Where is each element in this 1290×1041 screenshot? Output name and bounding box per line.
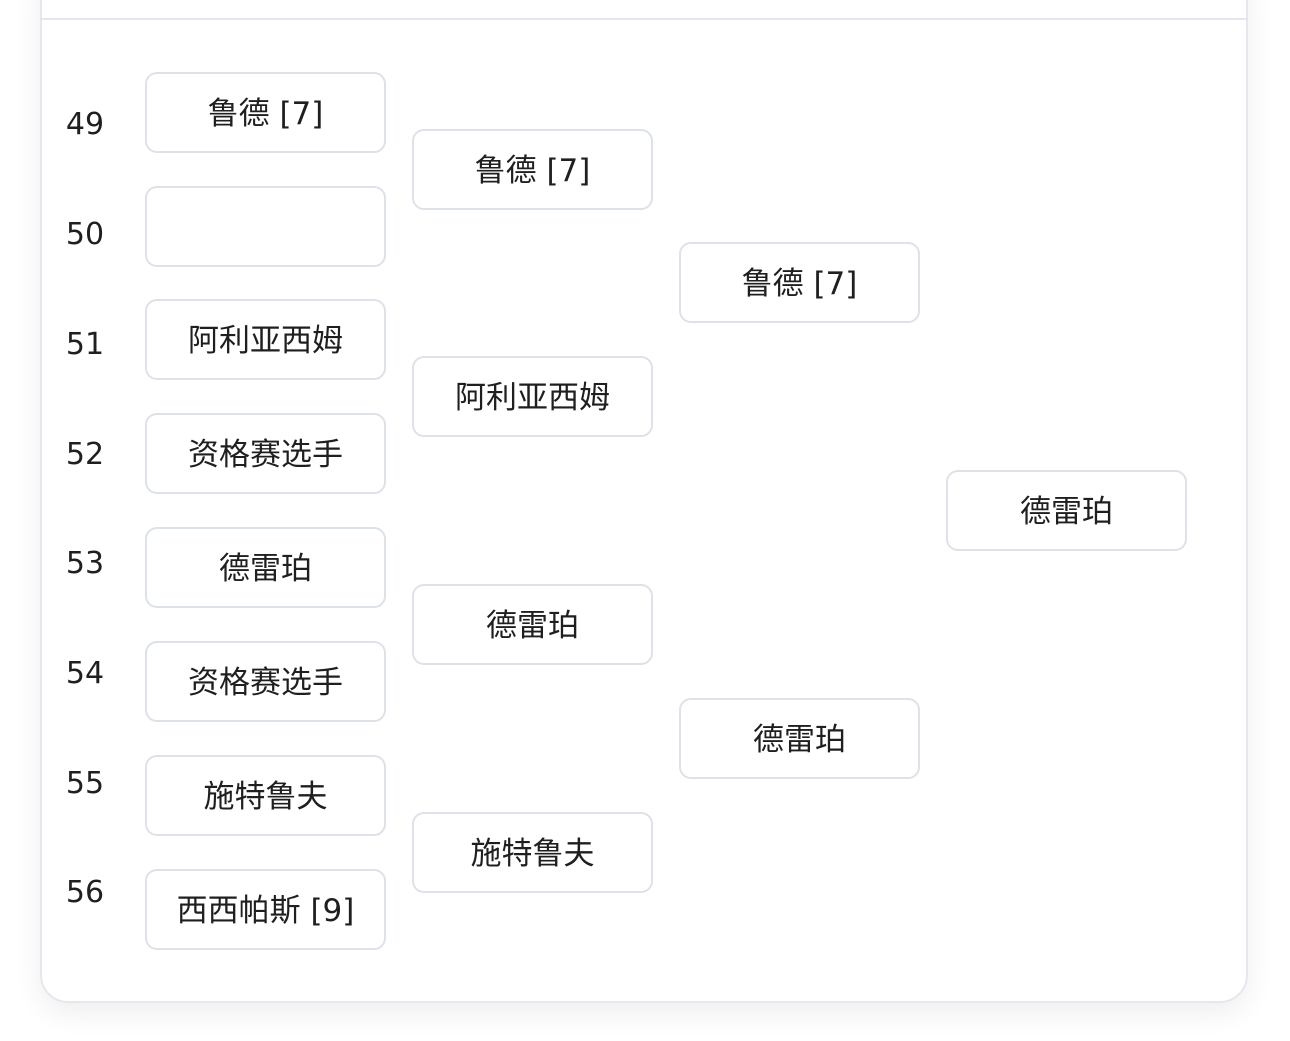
player-name: 施特鲁夫 — [203, 779, 328, 815]
player-name: 鲁德 [7] — [741, 266, 858, 302]
seed-number-52: 52 — [65, 437, 105, 472]
player-name: 德雷珀 — [753, 722, 846, 758]
player-name: 阿利亚西姆 — [188, 323, 343, 359]
bracket-slot-round1-5[interactable]: 德雷珀 — [145, 527, 386, 608]
player-name: 德雷珀 — [486, 608, 579, 644]
seed-number-53: 53 — [65, 546, 105, 581]
bracket-slot-round3-2[interactable]: 德雷珀 — [679, 698, 920, 779]
seed-number-50: 50 — [65, 217, 105, 252]
player-name: 鲁德 [7] — [207, 96, 324, 132]
player-name: 资格赛选手 — [188, 665, 343, 701]
header-divider — [42, 18, 1246, 20]
bracket-slot-round1-3[interactable]: 阿利亚西姆 — [145, 299, 386, 380]
bracket-slot-round1-8[interactable]: 西西帕斯 [9] — [145, 869, 386, 950]
seed-number-56: 56 — [65, 875, 105, 910]
bracket-slot-round1-7[interactable]: 施特鲁夫 — [145, 755, 386, 836]
bracket-slot-round2-2[interactable]: 阿利亚西姆 — [412, 356, 653, 437]
bracket-slot-round4-1[interactable]: 德雷珀 — [946, 470, 1187, 551]
bracket-slot-round1-4[interactable]: 资格赛选手 — [145, 413, 386, 494]
player-name: 资格赛选手 — [188, 437, 343, 473]
bracket-slot-round1-2[interactable] — [145, 186, 386, 267]
player-name: 阿利亚西姆 — [455, 380, 610, 416]
player-name: 鲁德 [7] — [474, 153, 591, 189]
bracket-slot-round2-1[interactable]: 鲁德 [7] — [412, 129, 653, 210]
player-name: 施特鲁夫 — [470, 836, 595, 872]
seed-number-55: 55 — [65, 766, 105, 801]
bracket-slot-round3-1[interactable]: 鲁德 [7] — [679, 242, 920, 323]
bracket-slot-round1-1[interactable]: 鲁德 [7] — [145, 72, 386, 153]
player-name: 西西帕斯 [9] — [176, 893, 355, 929]
seed-number-51: 51 — [65, 327, 105, 362]
bracket-slot-round2-3[interactable]: 德雷珀 — [412, 584, 653, 665]
player-name: 德雷珀 — [1020, 494, 1113, 530]
seed-number-49: 49 — [65, 107, 105, 142]
player-name: 德雷珀 — [219, 551, 312, 587]
bracket-slot-round1-6[interactable]: 资格赛选手 — [145, 641, 386, 722]
seed-number-54: 54 — [65, 656, 105, 691]
bracket-slot-round2-4[interactable]: 施特鲁夫 — [412, 812, 653, 893]
